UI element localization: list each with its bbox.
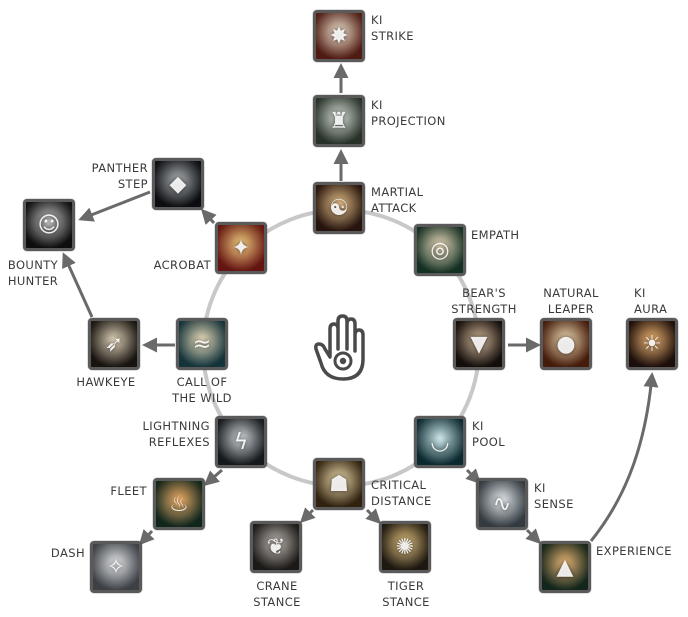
link-hawkeye-to-bounty — [62, 252, 94, 318]
bear-icon: ▼ — [470, 331, 488, 357]
label-critical-distance: CRITICAL DISTANCE — [371, 478, 432, 508]
skill-fleet[interactable]: ♨ — [153, 478, 205, 530]
skill-critical-distance[interactable]: ☗ — [313, 458, 365, 510]
link-experience-to-aura — [589, 372, 659, 542]
link-lightning-to-fleet — [203, 468, 223, 486]
label-ki-pool: KI POOL — [472, 419, 506, 449]
tiger-icon: ✺ — [395, 534, 415, 560]
label-ki-projection: KI PROJECTION — [371, 98, 446, 128]
label-empath: EMPATH — [471, 228, 520, 242]
label-bounty-hunter: BOUNTY HUNTER — [7, 258, 59, 288]
link-panther-to-bounty — [78, 190, 151, 222]
hamsa-hand-icon — [314, 314, 365, 381]
hawk-icon: ➶ — [104, 331, 124, 357]
skill-ki-pool[interactable]: ◡ — [414, 416, 466, 468]
skill-dash[interactable]: ✧ — [90, 541, 142, 593]
label-ki-strike: KI STRIKE — [371, 13, 414, 43]
dunes-icon: ∿ — [492, 491, 512, 517]
skill-panther-step[interactable]: ◆ — [152, 158, 204, 210]
face-icon: ☺ — [37, 212, 61, 238]
skill-hawkeye[interactable]: ➶ — [88, 318, 140, 370]
label-dash: DASH — [50, 546, 85, 560]
skill-call-of-the-wild[interactable]: ≈ — [176, 318, 228, 370]
skill-bears-strength[interactable]: ▼ — [453, 318, 505, 370]
label-bears-strength: BEAR'S STRENGTH — [451, 286, 517, 316]
link-critical-to-crane — [299, 507, 316, 524]
skill-ki-sense[interactable]: ∿ — [476, 478, 528, 530]
runner-icon: ✧ — [106, 554, 126, 580]
skill-tiger-stance[interactable]: ✺ — [379, 521, 431, 573]
label-tiger-stance: TIGER STANCE — [382, 579, 430, 609]
link-acrobat-to-panther — [200, 208, 217, 225]
label-ki-sense: KI SENSE — [534, 481, 574, 511]
fire-figure-icon: ♨ — [169, 491, 189, 517]
skill-lightning-reflexes[interactable]: ϟ — [215, 416, 267, 468]
halo-icon: ◎ — [430, 237, 450, 263]
link-sense-to-experience — [525, 528, 542, 545]
label-hawkeye: HAWKEYE — [76, 375, 136, 389]
skill-ki-projection[interactable]: ♜ — [313, 95, 365, 147]
skill-bounty-hunter[interactable]: ☺ — [23, 199, 75, 251]
panther-icon: ◆ — [169, 171, 187, 197]
lightning-icon: ϟ — [233, 429, 249, 455]
label-lightning-reflexes: LIGHTNING REFLEXES — [142, 419, 210, 449]
label-panther-step: PANTHER STEP — [91, 161, 148, 191]
skill-natural-leaper[interactable]: ● — [540, 318, 592, 370]
label-ki-aura: KI AURA — [634, 286, 668, 316]
label-acrobat: ACROBAT — [153, 258, 211, 272]
leaper-icon: ● — [556, 331, 576, 357]
skill-crane-stance[interactable]: ❦ — [250, 521, 302, 573]
skill-experience[interactable]: ▲ — [539, 541, 591, 593]
skill-ki-aura[interactable]: ☀ — [626, 318, 678, 370]
pool-icon: ◡ — [430, 429, 450, 455]
link-critical-to-tiger — [365, 508, 382, 525]
figures-icon: ☗ — [329, 471, 349, 497]
skill-ki-strike[interactable]: ✸ — [313, 10, 365, 62]
wave-icon: ≈ — [192, 331, 212, 357]
skill-martial-attack[interactable]: ☯ — [313, 182, 365, 234]
label-natural-leaper: NATURAL LEAPER — [543, 286, 599, 316]
skill-empath[interactable]: ◎ — [414, 224, 466, 276]
dancer-icon: ✦ — [231, 235, 251, 261]
label-martial-attack: MARTIAL ATTACK — [371, 185, 424, 215]
tower-icon: ♜ — [329, 108, 349, 134]
label-fleet: FLEET — [110, 484, 147, 498]
crane-icon: ❦ — [266, 534, 286, 560]
aura-icon: ☀ — [642, 331, 662, 357]
flame-icon: ✸ — [329, 23, 349, 49]
link-fleet-to-dash — [138, 529, 155, 546]
label-experience: EXPERIENCE — [596, 544, 672, 558]
landscape-icon: ▲ — [556, 554, 574, 580]
label-call-of-the-wild: CALL OF THE WILD — [172, 375, 232, 405]
label-crane-stance: CRANE STANCE — [253, 579, 301, 609]
monk-icon: ☯ — [329, 195, 349, 221]
skill-acrobat[interactable]: ✦ — [215, 222, 267, 274]
